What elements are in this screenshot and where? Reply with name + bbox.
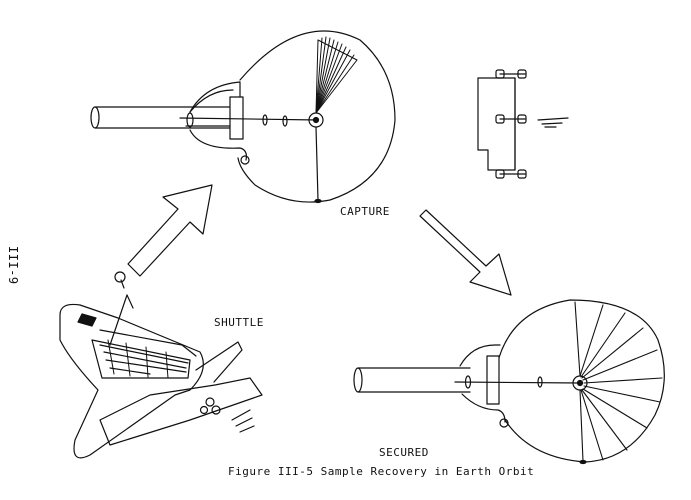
capture-label: CAPTURE (340, 205, 390, 218)
capture-net-fan (315, 36, 358, 114)
secured-spokes (574, 301, 663, 462)
capture-hook-pulley (240, 155, 250, 165)
figure-caption: Figure III-5 Sample Recovery in Earth Or… (228, 465, 535, 478)
arrow-shuttle-to-capture (127, 184, 213, 277)
capture-boom-tube (90, 106, 233, 129)
shuttle-label: SHUTTLE (214, 316, 264, 329)
capture-mount-plate (229, 96, 244, 140)
capture-assembly (90, 30, 396, 204)
shuttle-orbiter (59, 271, 263, 459)
sample-canister (477, 69, 569, 179)
arrow-capture-to-secured (419, 209, 512, 296)
secured-disk (496, 299, 665, 463)
page-number: III-9 (6, 246, 20, 285)
secured-label: SECURED (379, 446, 429, 459)
secured-assembly (353, 299, 665, 465)
capture-half-disk (237, 30, 396, 203)
